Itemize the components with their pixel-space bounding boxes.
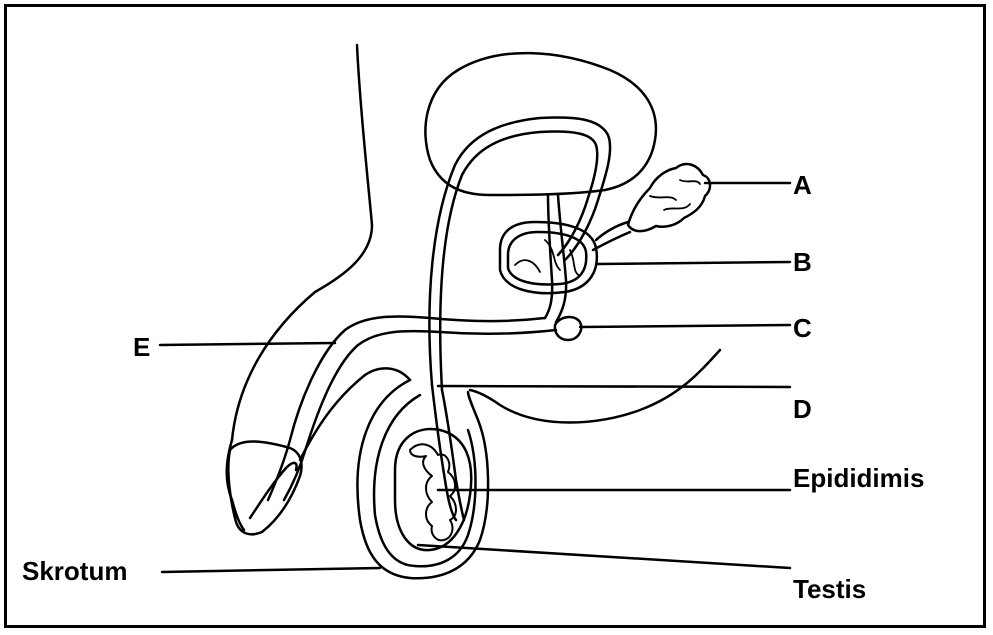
leader-line-scrotum bbox=[162, 568, 380, 572]
seminal-vesicle-duct-2 bbox=[593, 232, 630, 250]
seminal-vesicle-duct bbox=[596, 222, 628, 240]
label-testis: Testis bbox=[793, 576, 866, 602]
epididymis bbox=[410, 444, 456, 540]
body-contour bbox=[232, 45, 372, 440]
label-epididymis: Epididimis bbox=[793, 465, 924, 491]
urethra-upper bbox=[545, 195, 552, 318]
urethra-upper-2 bbox=[556, 195, 566, 322]
leader-line-testis bbox=[418, 545, 790, 568]
label-a: A bbox=[793, 172, 812, 198]
scrotum-inner bbox=[374, 395, 475, 566]
label-e: E bbox=[133, 334, 150, 360]
label-scrotum: Skrotum bbox=[22, 558, 127, 584]
prostate-lobes bbox=[515, 240, 580, 276]
label-d: D bbox=[793, 396, 812, 422]
leader-lines bbox=[160, 183, 790, 572]
bladder bbox=[425, 53, 656, 195]
label-b: B bbox=[793, 249, 812, 275]
vas-deferens-outer bbox=[429, 118, 610, 385]
bulbourethral-gland bbox=[555, 317, 581, 340]
label-c: C bbox=[793, 315, 812, 341]
leader-line-c bbox=[580, 325, 790, 327]
seminal-vesicle-detail bbox=[650, 180, 700, 210]
prostate-inner bbox=[508, 232, 586, 284]
leader-line-e bbox=[160, 343, 335, 345]
leader-line-d bbox=[438, 386, 790, 387]
leader-line-b bbox=[597, 262, 790, 264]
